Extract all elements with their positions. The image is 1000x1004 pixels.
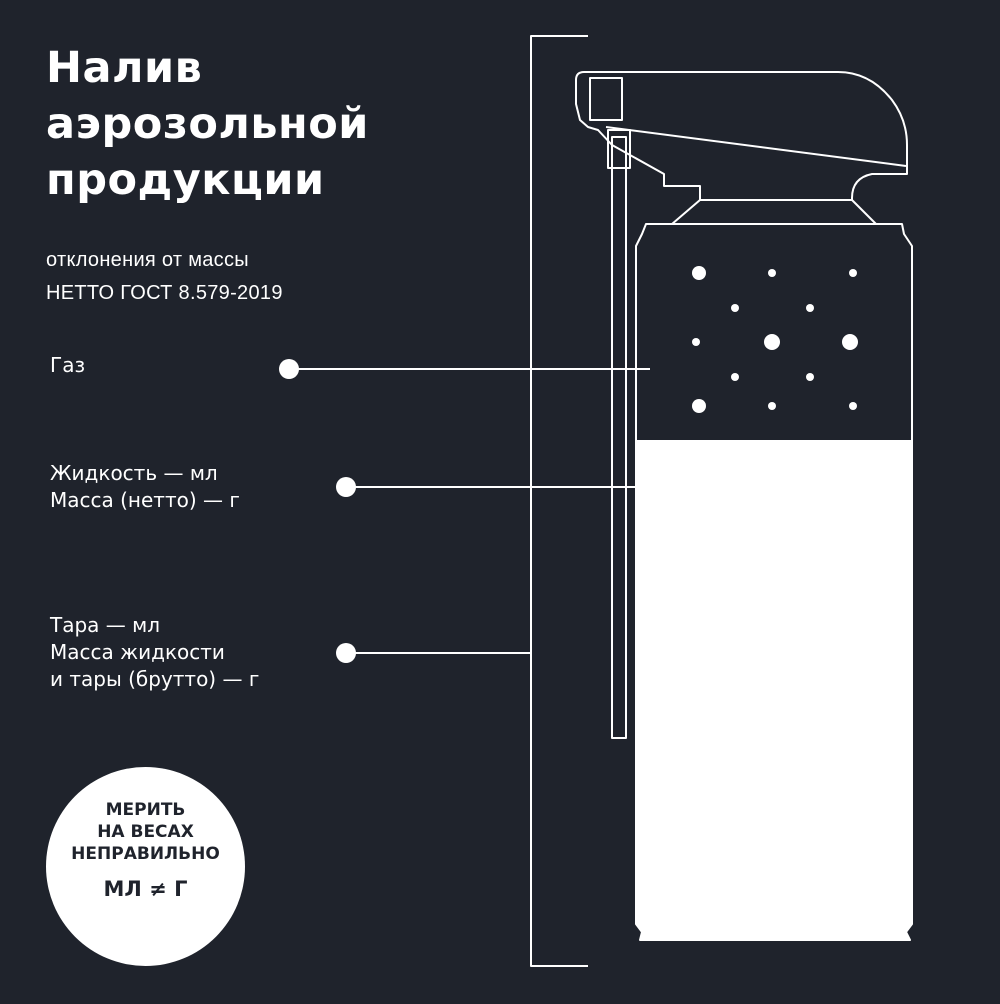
label-liquid-line-2: Масса (нетто) — г xyxy=(50,488,240,512)
bubble-icon xyxy=(806,304,814,312)
badge-line-3: НЕПРАВИЛЬНО xyxy=(71,844,220,864)
liquid-fill-icon xyxy=(636,440,912,940)
label-tare-line-2: Масса жидкости xyxy=(50,640,225,664)
can-neck-icon xyxy=(671,199,877,225)
bubble-icon xyxy=(849,402,857,410)
label-tare-line-1: Тара — мл xyxy=(50,613,161,637)
bubble-icon xyxy=(764,334,780,350)
subtitle-line-1: отклонения от массы xyxy=(46,249,249,271)
label-tare: Тара — мл Масса жидкости и тары (брутто)… xyxy=(50,612,259,693)
trigger-head-icon xyxy=(575,71,908,201)
title-line-1: Налив xyxy=(46,43,203,93)
bubble-icon xyxy=(731,373,739,381)
label-liquid-line-1: Жидкость — мл xyxy=(50,461,218,485)
bubble-icon xyxy=(692,266,706,280)
label-gas-line-1: Газ xyxy=(50,353,86,377)
bracket-line xyxy=(530,35,588,967)
gas-bubbles-icon xyxy=(692,266,858,413)
warning-badge: МЕРИТЬ НА ВЕСАХ НЕПРАВИЛЬНО МЛ ≠ Г xyxy=(46,767,245,966)
badge-formula: МЛ ≠ Г xyxy=(103,877,188,901)
badge-line-2: НА ВЕСАХ xyxy=(97,822,194,842)
label-liquid: Жидкость — мл Масса (нетто) — г xyxy=(50,460,240,514)
dip-tube-cap-icon xyxy=(607,129,631,169)
bubble-icon xyxy=(768,402,776,410)
subtitle: отклонения от массы НЕТТО ГОСТ 8.579-201… xyxy=(46,244,283,310)
bubble-icon xyxy=(692,338,700,346)
liquid-dot-marker-icon xyxy=(336,477,356,497)
bubble-icon xyxy=(849,269,857,277)
dip-tube-icon xyxy=(611,136,627,739)
bubble-icon xyxy=(842,334,858,350)
trigger-slot-icon xyxy=(589,77,623,121)
tare-dot-marker-icon xyxy=(336,643,356,663)
bubble-icon xyxy=(768,269,776,277)
bubble-icon xyxy=(692,399,706,413)
gas-dot-marker-icon xyxy=(279,359,299,379)
bubble-icon xyxy=(806,373,814,381)
badge-text: МЕРИТЬ НА ВЕСАХ НЕПРАВИЛЬНО xyxy=(46,799,245,865)
title-line-3: продукции xyxy=(46,155,325,205)
badge-line-1: МЕРИТЬ xyxy=(105,800,186,820)
label-gas: Газ xyxy=(50,352,85,379)
title-line-2: аэрозольной xyxy=(46,99,369,149)
subtitle-line-2: НЕТТО ГОСТ 8.579-2019 xyxy=(46,282,283,304)
bubble-icon xyxy=(731,304,739,312)
nozzle-line xyxy=(605,126,907,167)
label-tare-line-3: и тары (брутто) — г xyxy=(50,667,260,691)
page-title: Налив аэрозольной продукции xyxy=(46,40,369,208)
